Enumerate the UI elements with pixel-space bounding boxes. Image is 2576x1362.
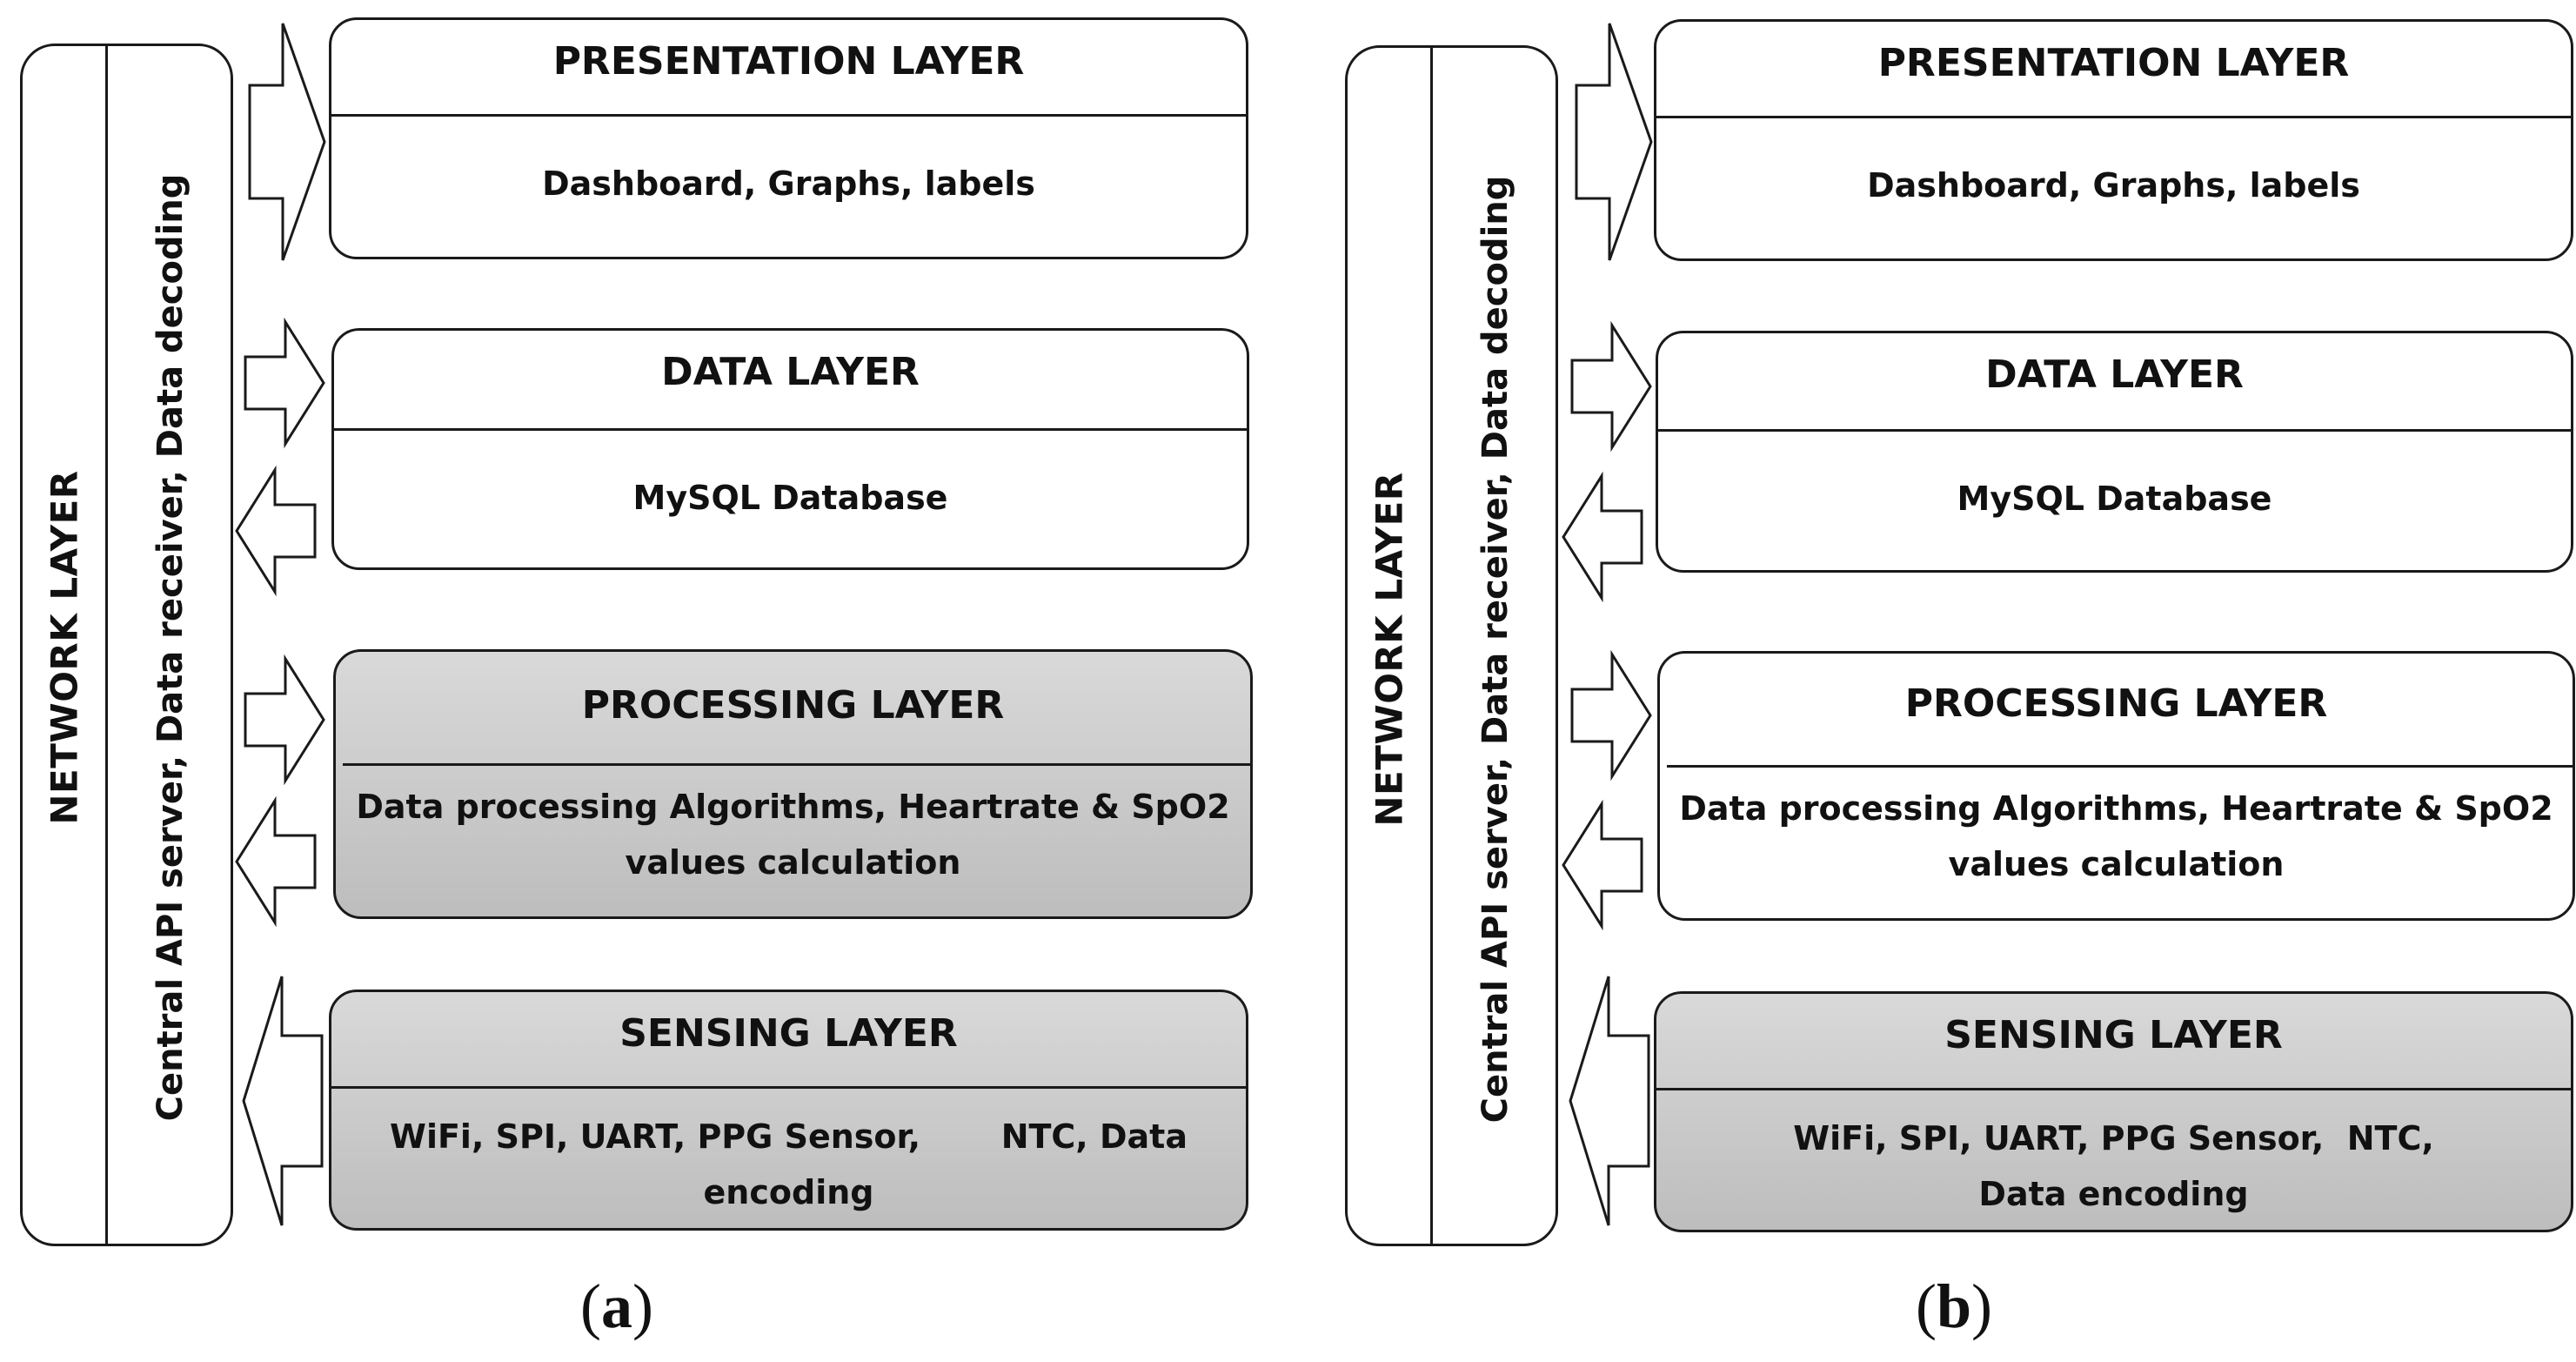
data-layer-desc: MySQL Database [1957, 480, 2272, 518]
presentation-layer-box: PRESENTATION LAYER Dashboard, Graphs, la… [1654, 19, 2573, 261]
network-layer-divider [1430, 48, 1433, 1244]
network-layer-subtitle: Central API server, Data receiver, Data … [151, 173, 191, 1122]
right-arrow-processing [1570, 649, 1652, 782]
processing-layer-divider [1667, 765, 2573, 768]
data-layer-box: DATA LAYER MySQL Database [331, 328, 1249, 570]
caption-close: ) [632, 1271, 653, 1341]
network-layer-title: NETWORK LAYER [1368, 472, 1411, 827]
sensing-layer-box: SENSING LAYER WiFi, SPI, UART, PPG Senso… [1654, 991, 2573, 1232]
presentation-layer-box: PRESENTATION LAYER Dashboard, Graphs, la… [329, 17, 1248, 259]
data-layer-title: DATA LAYER [661, 350, 920, 394]
caption-b: (b) [1916, 1271, 1992, 1343]
right-arrow-presentation [1575, 23, 1653, 261]
network-layer-box: NETWORK LAYER Central API server, Data r… [1345, 45, 1558, 1246]
panel-b: NETWORK LAYER Central API server, Data r… [1322, 0, 2576, 1362]
sensing-layer-title: SENSING LAYER [619, 1011, 958, 1056]
network-layer-title: NETWORK LAYER [43, 470, 86, 825]
presentation-layer-desc: Dashboard, Graphs, labels [542, 164, 1035, 203]
panel-a: NETWORK LAYER Central API server, Data r… [20, 17, 1253, 1343]
right-arrow-data [244, 317, 325, 449]
presentation-layer-desc: Dashboard, Graphs, labels [1867, 166, 2360, 205]
network-layer-divider [105, 46, 108, 1244]
sensing-layer-desc-line1: WiFi, SPI, UART, PPG Sensor, NTC, Data [390, 1117, 1188, 1156]
right-arrow-processing [244, 654, 325, 786]
caption-letter: b [1936, 1271, 1972, 1341]
data-layer-box: DATA LAYER MySQL Database [1656, 331, 2573, 573]
processing-layer-desc-line1: Data processing Algorithms, Heartrate & … [1679, 789, 2553, 828]
right-arrow-presentation [248, 23, 326, 261]
sensing-layer-title: SENSING LAYER [1944, 1013, 2283, 1057]
network-layer-subtitle: Central API server, Data receiver, Data … [1475, 175, 1515, 1124]
left-arrow-sensing [1569, 976, 1650, 1226]
caption-open: ( [580, 1271, 601, 1341]
caption-close: ) [1971, 1271, 1993, 1341]
left-arrow-data [235, 465, 317, 597]
processing-layer-box: PROCESSING LAYER Data processing Algorit… [333, 649, 1253, 919]
caption-open: ( [1916, 1271, 1937, 1341]
left-arrow-processing [235, 795, 317, 928]
data-layer-title: DATA LAYER [1985, 352, 2244, 397]
processing-layer-desc-line1: Data processing Algorithms, Heartrate & … [356, 788, 1230, 826]
sensing-layer-divider [331, 1086, 1246, 1089]
processing-layer-desc-line2: values calculation [625, 843, 961, 882]
data-layer-divider [1658, 429, 2571, 432]
processing-layer-divider [343, 763, 1250, 766]
left-arrow-data [1562, 471, 1643, 603]
sensing-layer-desc-line2: encoding [703, 1173, 874, 1211]
presentation-layer-divider [331, 114, 1246, 117]
sensing-layer-divider [1656, 1088, 2571, 1090]
processing-layer-desc-line2: values calculation [1948, 845, 2285, 883]
processing-layer-box: PROCESSING LAYER Data processing Algorit… [1657, 651, 2575, 921]
right-arrow-data [1570, 320, 1652, 453]
data-layer-desc: MySQL Database [632, 479, 948, 517]
data-layer-divider [334, 428, 1247, 431]
left-arrow-processing [1562, 799, 1643, 931]
sensing-layer-desc-line2: Data encoding [1978, 1175, 2249, 1213]
presentation-layer-title: PRESENTATION LAYER [1877, 41, 2350, 85]
left-arrow-sensing [242, 976, 324, 1226]
presentation-layer-title: PRESENTATION LAYER [552, 39, 1025, 84]
sensing-layer-desc-line1: WiFi, SPI, UART, PPG Sensor, NTC, [1793, 1119, 2434, 1157]
caption-a: (a) [580, 1271, 653, 1343]
processing-layer-title: PROCESSING LAYER [1904, 681, 2328, 726]
caption-letter: a [600, 1271, 632, 1341]
network-layer-box: NETWORK LAYER Central API server, Data r… [20, 44, 233, 1246]
presentation-layer-divider [1656, 116, 2571, 118]
sensing-layer-box: SENSING LAYER WiFi, SPI, UART, PPG Senso… [329, 990, 1248, 1231]
processing-layer-title: PROCESSING LAYER [581, 683, 1005, 728]
